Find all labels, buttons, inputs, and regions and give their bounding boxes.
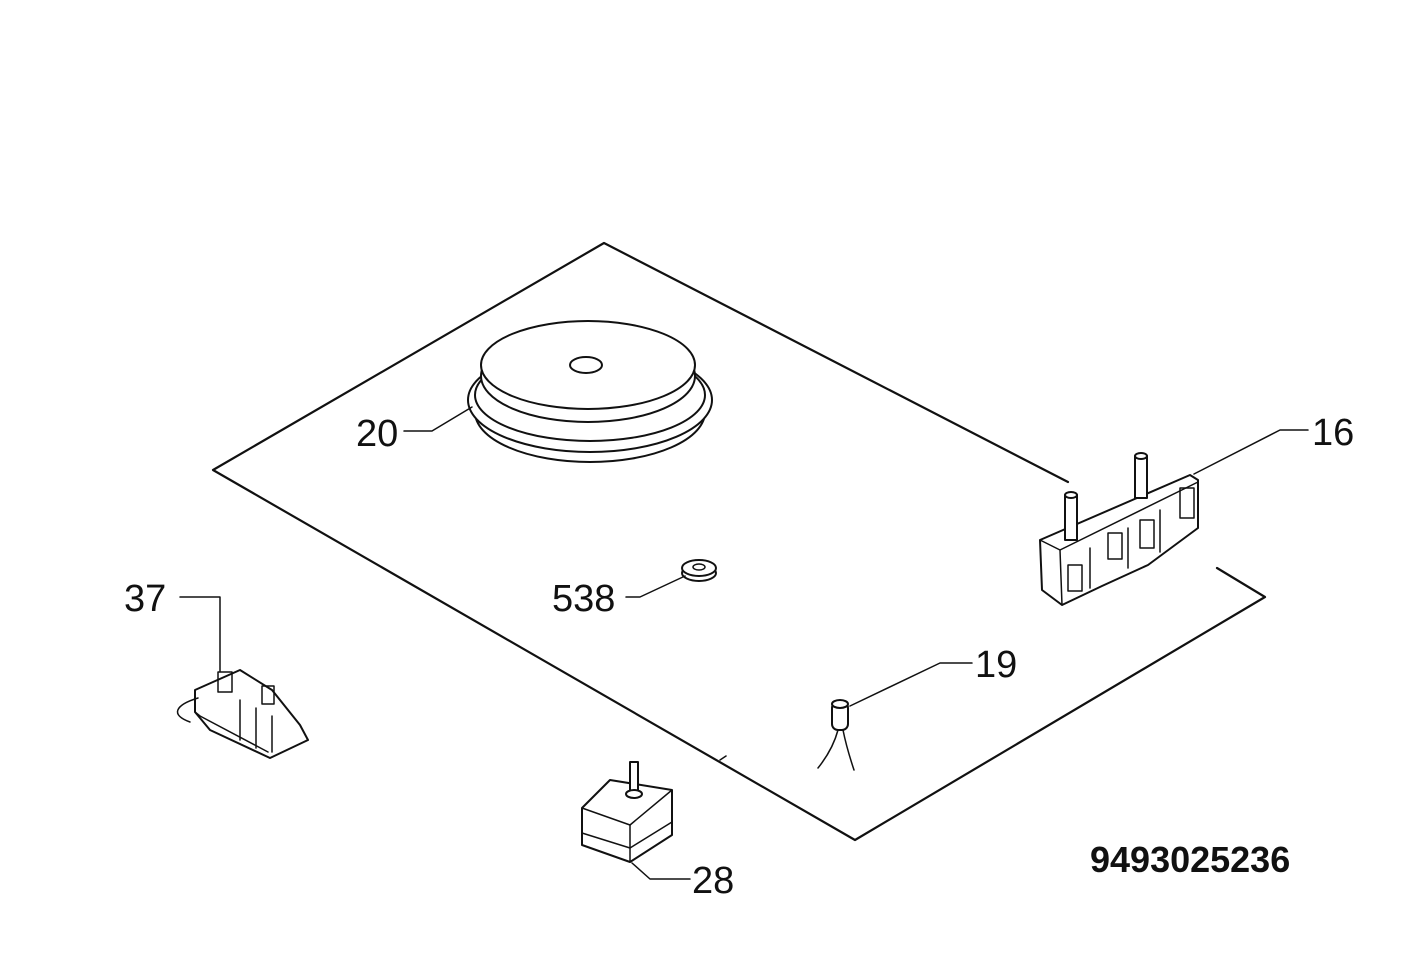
hotplate-part-20 xyxy=(467,320,713,463)
terminal-block-part-37 xyxy=(176,669,309,759)
hob-plate xyxy=(211,241,1267,842)
callout-28: 28 xyxy=(692,860,734,902)
callout-37: 37 xyxy=(124,578,166,620)
callout-19: 19 xyxy=(975,644,1017,686)
leader-lines xyxy=(179,406,1309,880)
callout-20: 20 xyxy=(356,413,398,455)
callout-538: 538 xyxy=(552,578,615,620)
switch-box-part-28 xyxy=(581,761,673,863)
regulator-part-16 xyxy=(1039,452,1199,606)
callout-16: 16 xyxy=(1312,412,1354,454)
drawing-code: 9493025236 xyxy=(1090,839,1290,880)
grommet-part-538 xyxy=(681,559,717,582)
sensor-part-19 xyxy=(817,699,855,771)
